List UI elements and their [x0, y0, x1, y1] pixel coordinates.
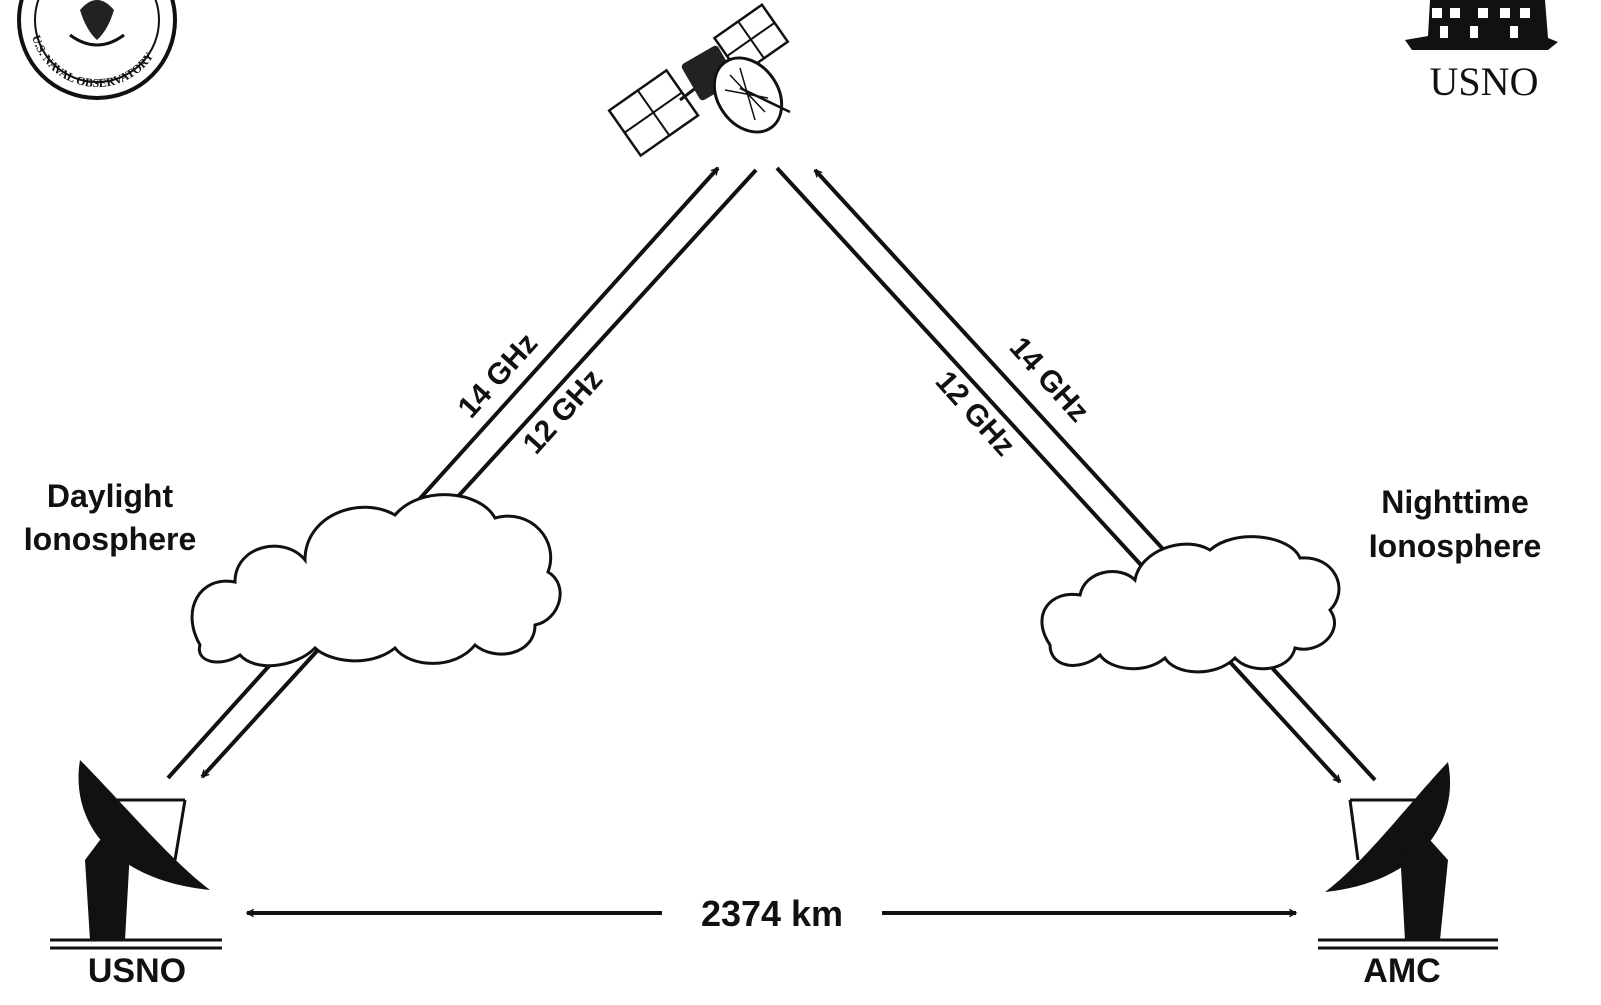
nighttime-ionosphere-cloud — [1040, 535, 1341, 674]
usno-dish-antenna-icon — [50, 760, 222, 950]
right-uplink-arrow — [813, 168, 1377, 782]
naval-observatory-seal: U.S. NAVAL OBSERVATORY — [17, 0, 177, 100]
right-uplink-label: 14 GHz — [1003, 331, 1096, 429]
usno-station-label: USNO — [88, 952, 186, 990]
left-uplink-arrow — [166, 166, 720, 780]
daylight-label: Daylight — [47, 478, 174, 514]
left-downlink-arrow — [200, 168, 758, 779]
satellite-icon — [607, 3, 791, 158]
daylight-ionosphere-label: Ionosphere — [24, 521, 196, 557]
nighttime-ionosphere-label: Ionosphere — [1369, 528, 1541, 564]
nighttime-label: Nighttime — [1381, 484, 1529, 520]
right-downlink-arrow — [775, 166, 1342, 784]
baseline-distance-label: 2374 km — [701, 893, 843, 934]
usno-logo-text: USNO — [1430, 59, 1539, 104]
amc-dish-antenna-icon — [1318, 762, 1498, 950]
amc-station-label: AMC — [1363, 952, 1440, 990]
daylight-ionosphere-cloud — [190, 493, 562, 668]
usno-building-logo: USNO — [1405, 0, 1558, 104]
